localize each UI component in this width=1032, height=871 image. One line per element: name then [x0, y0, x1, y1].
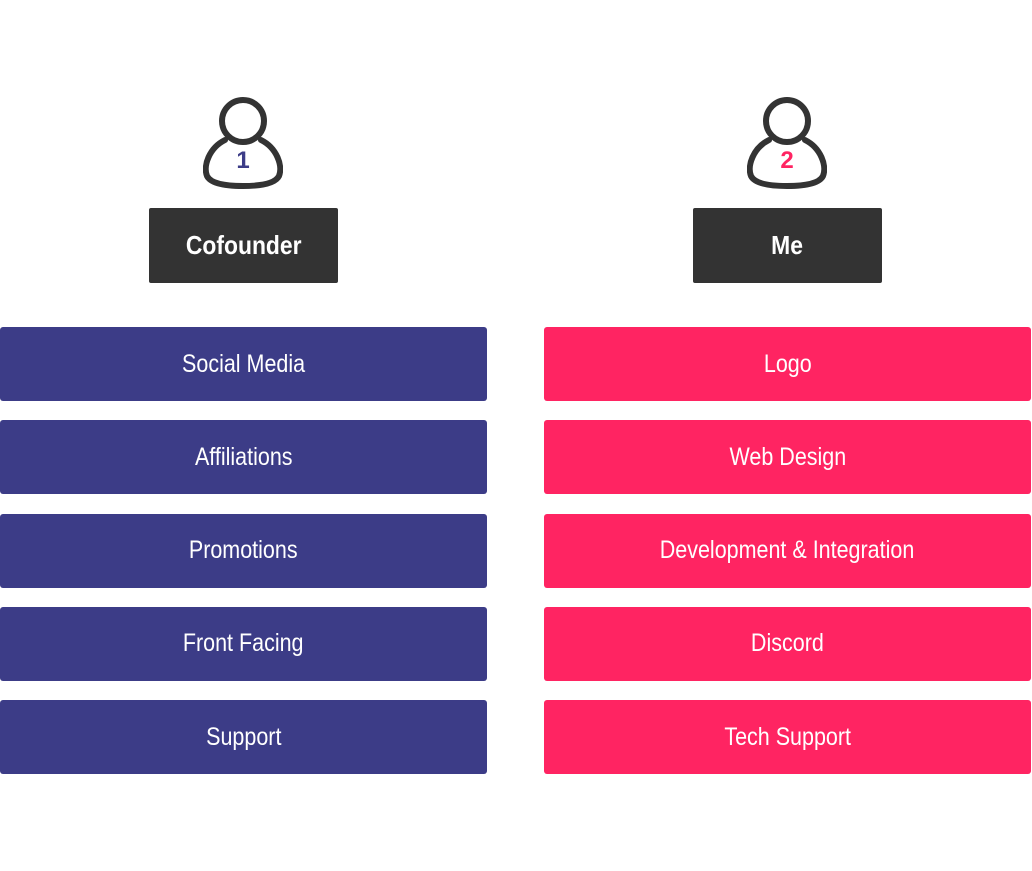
- task-label: Promotions: [189, 536, 298, 564]
- task-label: Web Design: [729, 442, 846, 471]
- task-item: Promotions: [0, 513, 487, 588]
- task-label: Front Facing: [183, 629, 304, 658]
- cofounder-column: 1 Cofounder Social Media Affiliations Pr…: [0, 0, 487, 871]
- role-name-box: Me: [693, 208, 882, 283]
- task-item: Affiliations: [0, 420, 487, 495]
- task-label: Tech Support: [724, 722, 851, 751]
- task-item: Support: [0, 700, 487, 774]
- task-label: Discord: [751, 629, 824, 658]
- me-column: 2 Me Logo Web Design Development & Integ…: [544, 0, 1031, 871]
- task-label: Development & Integration: [660, 536, 915, 564]
- task-label: Logo: [763, 349, 812, 378]
- task-label: Support: [205, 722, 282, 751]
- person-icon: 1: [203, 94, 283, 189]
- role-name-box: Cofounder: [149, 208, 338, 283]
- person-number: 2: [780, 147, 793, 174]
- task-item: Development & Integration: [544, 513, 1031, 588]
- task-label: Social Media: [181, 349, 306, 378]
- task-list: Logo Web Design Development & Integratio…: [544, 327, 1031, 793]
- task-item: Web Design: [544, 420, 1031, 495]
- task-item: Front Facing: [0, 606, 487, 681]
- person-number: 1: [236, 147, 249, 174]
- task-item: Tech Support: [544, 700, 1031, 774]
- task-item: Social Media: [0, 327, 487, 401]
- role-name: Cofounder: [185, 230, 302, 260]
- person-icon: 2: [747, 94, 827, 189]
- role-name: Me: [771, 230, 804, 260]
- task-list: Social Media Affiliations Promotions Fro…: [0, 327, 487, 793]
- task-label: Affiliations: [194, 442, 293, 471]
- task-item: Discord: [544, 606, 1031, 681]
- task-item: Logo: [544, 327, 1031, 401]
